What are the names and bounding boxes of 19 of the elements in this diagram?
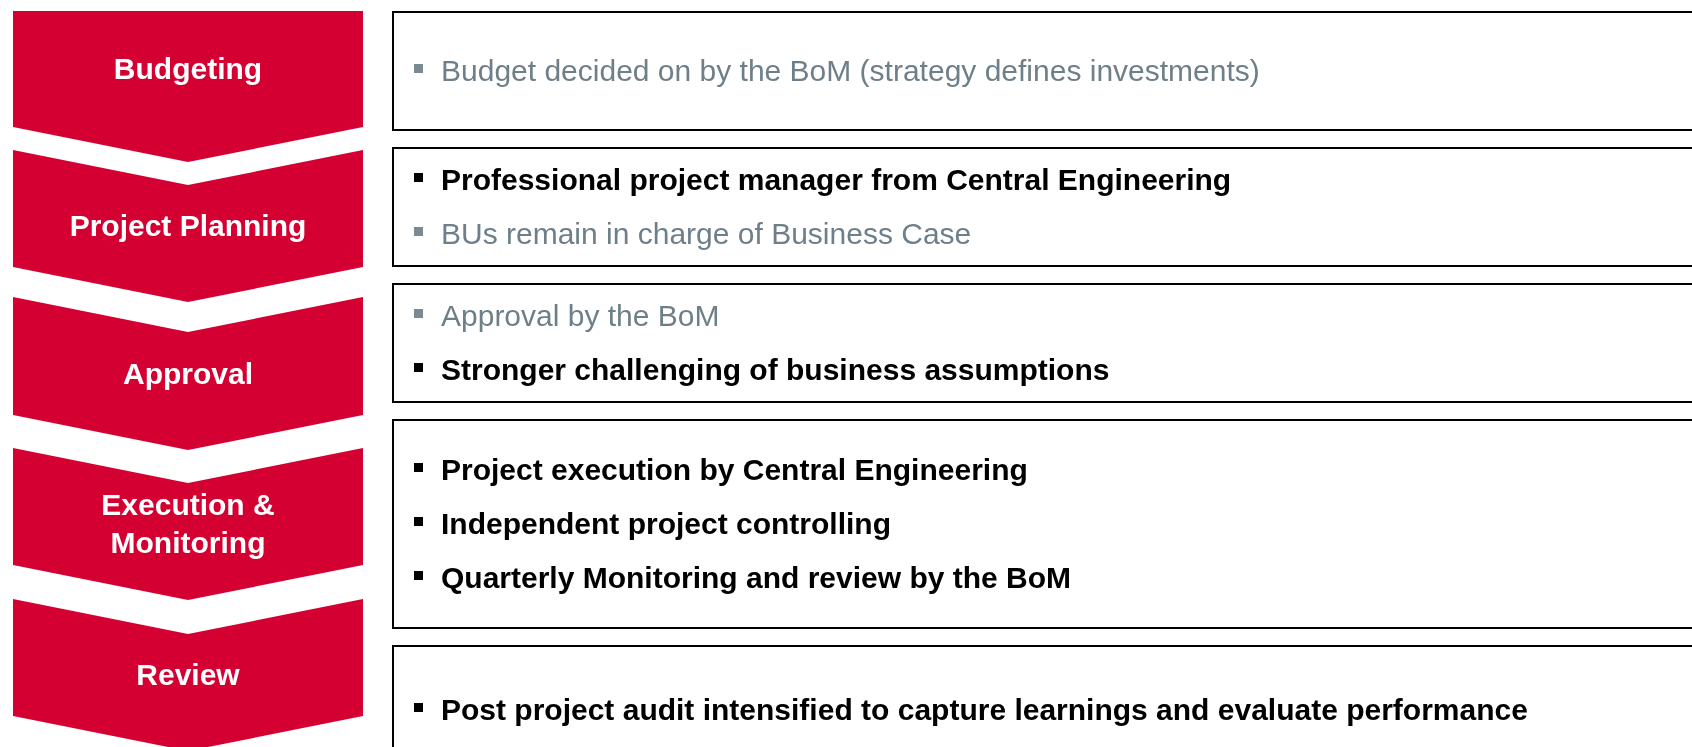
stage-label: Budgeting bbox=[113, 51, 263, 87]
bullet-box bbox=[392, 419, 1692, 629]
stage-label: Review bbox=[136, 657, 240, 693]
bullet-box bbox=[392, 147, 1692, 267]
bullet-box bbox=[392, 11, 1692, 131]
bullet-text: Budget decided on by the BoM (strategy defines investments) bbox=[441, 53, 1260, 89]
bullet-text: Professional project manager from Central Engineering bbox=[441, 162, 1232, 198]
bullet-text: Project execution by Central Engineering bbox=[441, 452, 1028, 488]
stage-label: Execution & Monitoring bbox=[100, 487, 276, 561]
bullet-text: Post project audit intensified to capture learnings and evaluate performance bbox=[441, 692, 1528, 728]
bullet-text: BUs remain in charge of Business Case bbox=[441, 216, 972, 252]
stage-label: Project Planning bbox=[69, 208, 307, 244]
bullet-box bbox=[392, 283, 1692, 403]
bullet-text: Approval by the BoM bbox=[441, 298, 720, 334]
bullet-text: Stronger challenging of business assumptions bbox=[441, 352, 1110, 388]
stage-label: Approval bbox=[123, 355, 253, 392]
bullet-box bbox=[392, 645, 1692, 747]
bullet-text: Independent project controlling bbox=[441, 506, 891, 542]
bullet-text: Quarterly Monitoring and review by the BoM bbox=[441, 560, 1072, 596]
